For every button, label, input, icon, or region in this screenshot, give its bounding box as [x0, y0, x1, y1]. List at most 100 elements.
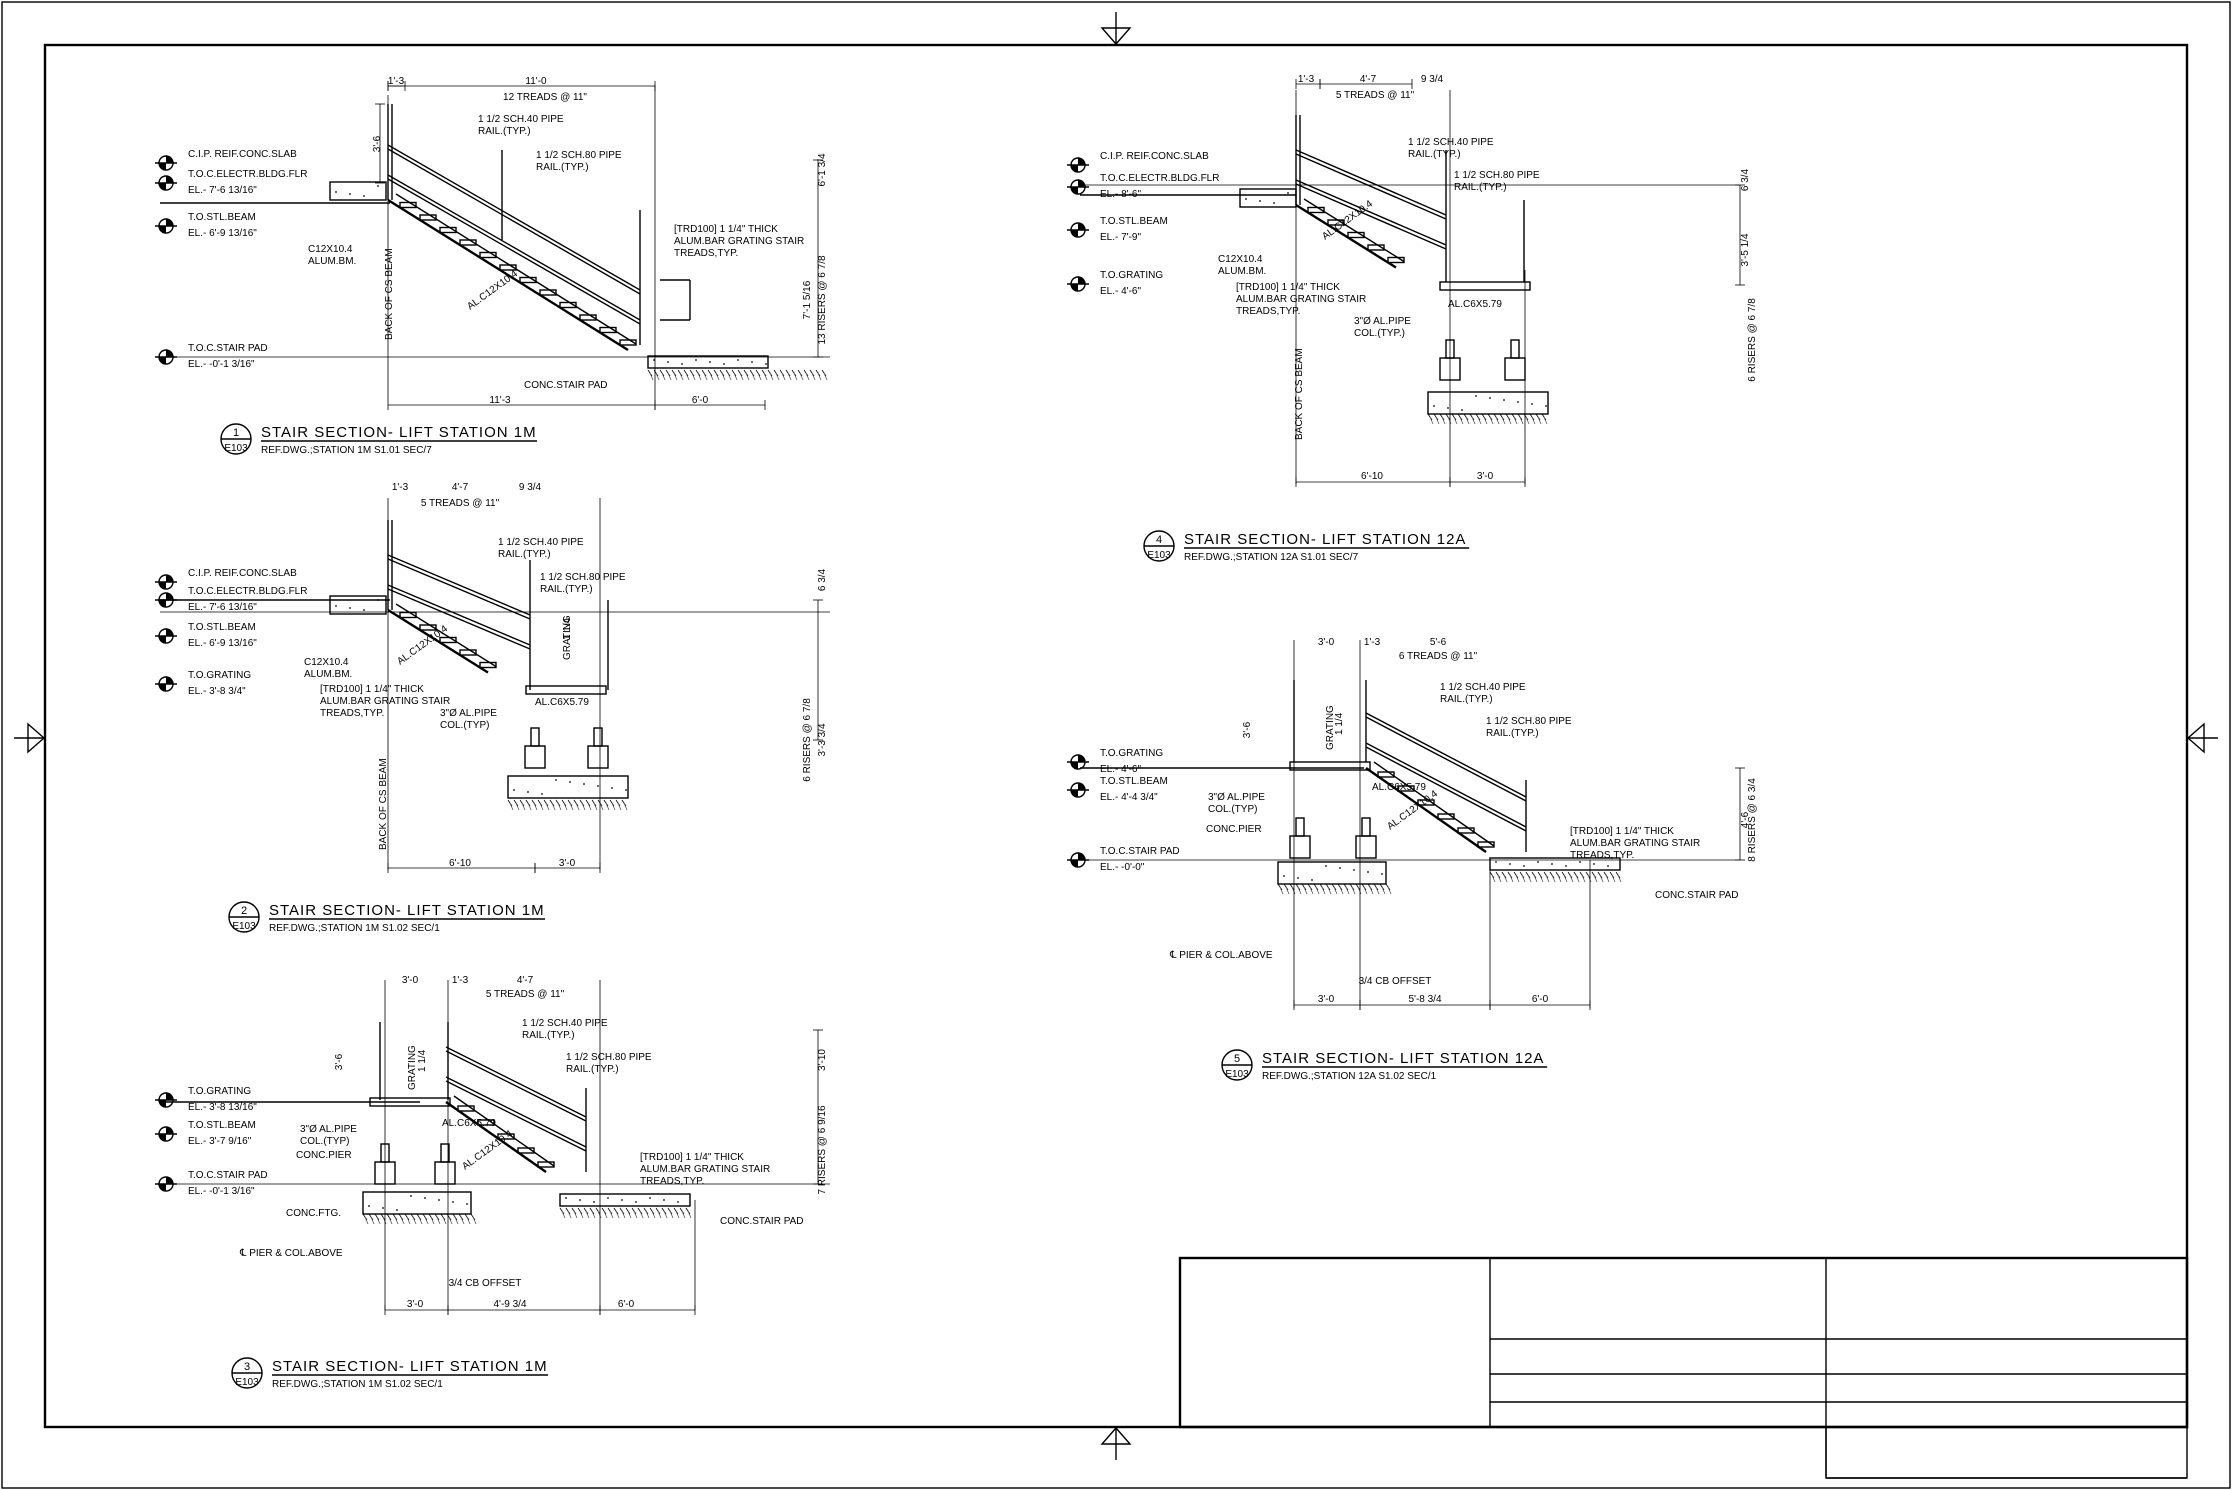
note-label: 1 1/2 SCH.80 PIPE [540, 572, 626, 583]
datum-fill [159, 226, 166, 233]
note-label: TREADS,TYP. [640, 1176, 704, 1187]
aggregate-dot [335, 605, 337, 607]
line [703, 372, 708, 381]
note-label: TREADS,TYP. [320, 708, 384, 719]
note-label: 1 1/2 SCH.40 PIPE [1440, 682, 1526, 693]
elevation-value: EL.- 7'-6 13/16" [188, 185, 257, 196]
line [1295, 183, 1447, 250]
dimension-label: 3'-0 [402, 975, 419, 986]
aggregate-dot [1287, 192, 1289, 194]
note-label: COL.(TYP) [300, 1136, 349, 1147]
rect [399, 201, 417, 209]
note-label: RAIL.(TYP.) [536, 162, 589, 173]
dimension-line [813, 159, 823, 358]
rect [1307, 206, 1325, 214]
datum-fill [1078, 277, 1085, 284]
concrete-pad [647, 355, 769, 369]
line [739, 372, 744, 381]
line [1365, 742, 1527, 828]
rect [1327, 219, 1345, 226]
line [1527, 874, 1532, 883]
center-mark-top [1100, 12, 1132, 46]
aggregate-dot [1475, 395, 1477, 397]
elevation-value: EL.- 7'-9" [1100, 232, 1141, 243]
stair-stringer [387, 603, 497, 674]
rect [459, 649, 477, 656]
line [627, 1210, 632, 1219]
aggregate-dot [723, 363, 725, 365]
line [387, 588, 531, 650]
dimension-label: 5 TREADS @ 11" [421, 498, 500, 509]
datum-fill [159, 163, 166, 170]
line [651, 1210, 656, 1219]
dimension-label: 6'-10 [449, 858, 471, 869]
aggregate-dot [597, 785, 599, 787]
line [593, 802, 598, 811]
dimension-label: 3/4 CB OFFSET [1359, 976, 1432, 987]
line [364, 1216, 369, 1225]
dimension-label: 5'-6 [1430, 637, 1447, 648]
dimension-label: 5 TREADS @ 11" [486, 989, 565, 1000]
dimension-label: 3'-10 [817, 1049, 828, 1071]
aggregate-dot [1367, 871, 1369, 873]
note-label: CONC.STAIR PAD [720, 1216, 804, 1227]
line [1501, 416, 1506, 425]
detail-title: STAIR SECTION- LIFT STATION 1M [269, 902, 545, 919]
note-label: COL.(TYP) [440, 720, 489, 731]
line [376, 1216, 381, 1225]
annotation-text: C.I.P. REIF.CONC.SLAB T.O.C.ELECTR.BLDG.F… [188, 74, 1758, 1390]
line [1321, 886, 1326, 895]
dimension-label: 6 RISERS @ 6 7/8 [802, 698, 813, 782]
dimension-line [813, 1029, 823, 1185]
line [1365, 746, 1527, 832]
elevation-label: T.O.STL.BEAM [1100, 216, 1168, 227]
note-label: 1 1/4 [417, 1049, 428, 1072]
dimension-label: 6'-0 [692, 395, 709, 406]
dimension-label: 6 3/4 [817, 568, 828, 591]
datum-fill [166, 156, 173, 163]
note-label: ALUM.BAR GRATING STAIR [1236, 294, 1366, 305]
elevation-datum-symbol [155, 349, 177, 365]
elevation-label: T.O.C.ELECTR.BLDG.FLR [1100, 173, 1219, 184]
rect [479, 251, 497, 259]
elevation-datum-symbol [1067, 222, 1089, 238]
center-mark-right [2186, 722, 2218, 754]
line [1465, 416, 1470, 425]
dimension-label: 4'-9 3/4 [493, 1299, 526, 1310]
aggregate-dot [1353, 869, 1355, 871]
line [1381, 886, 1386, 895]
line [781, 372, 786, 381]
aggregate-dot [621, 1199, 623, 1201]
line [599, 802, 604, 811]
line [1447, 416, 1452, 425]
rect [559, 301, 577, 309]
datum-fill [166, 1127, 173, 1134]
dimension-label: 6'-0 [618, 1299, 635, 1310]
line [1569, 874, 1574, 883]
dimension-label: 4'-6 [1740, 811, 1751, 828]
note-label: CONC.FTG. [286, 1208, 341, 1219]
dimension-line [1489, 1000, 1591, 1010]
line [1611, 874, 1616, 883]
elevation-label: T.O.STL.BEAM [188, 622, 256, 633]
line [715, 372, 720, 381]
line [645, 1210, 650, 1219]
rect [1437, 813, 1455, 820]
line [585, 1210, 590, 1219]
elevation-label: C.I.P. REIF.CONC.SLAB [1100, 151, 1209, 162]
line [1513, 416, 1518, 425]
line [709, 372, 714, 381]
ground-hatch [1489, 871, 1622, 883]
dimension-label: 7'-1 5/16 [802, 280, 813, 319]
note-label: RAIL.(TYP.) [540, 584, 593, 595]
dimension-label: 11'-3 [489, 395, 511, 406]
note-label: AL.C6X5.79 [535, 697, 589, 708]
rect [434, 1161, 456, 1185]
aggregate-dot [349, 607, 351, 609]
aggregate-dot [565, 1197, 567, 1199]
elevation-value: EL.- 8'-6" [1100, 189, 1141, 200]
rect [1289, 835, 1311, 859]
datum-fill [1078, 223, 1085, 230]
dimension-label: 5'-8 3/4 [1408, 994, 1441, 1005]
